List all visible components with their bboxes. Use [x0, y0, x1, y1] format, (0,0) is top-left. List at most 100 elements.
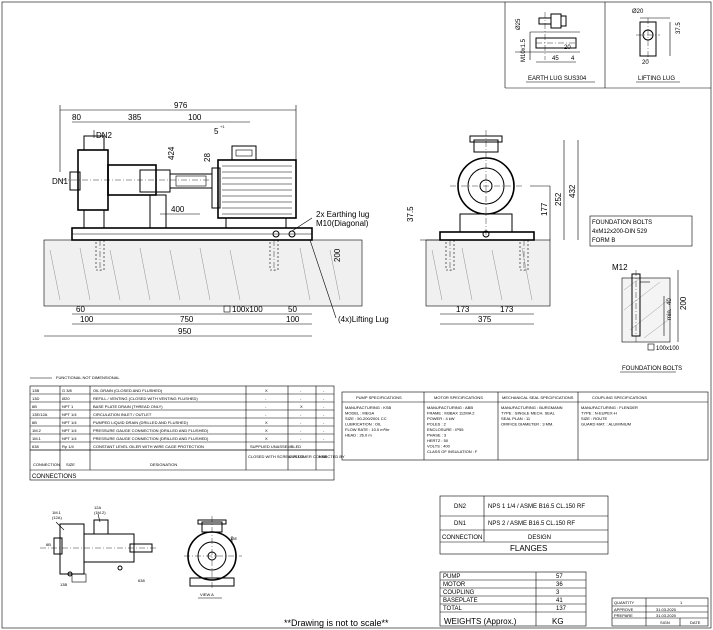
- title-sign-label: SIGN: [660, 620, 670, 625]
- spec-line: MODEL : MEGA: [345, 411, 375, 416]
- side-dim-28: 28: [203, 153, 212, 162]
- scale-note: **Drawing is not to scale**: [284, 618, 389, 628]
- view-a-label-12a: 12A: [94, 505, 101, 510]
- spec-pump-title: PUMP SPECIFICATIONS: [356, 395, 402, 400]
- weight-item: BASEPLATE: [443, 598, 478, 604]
- connections-header-connection: CONNECTION: [33, 462, 60, 467]
- spec-line: ORIFICE DIAMETER : 3 MM.: [501, 422, 553, 427]
- front-dim-173-right: 173: [500, 305, 514, 314]
- connection-designation: CIRCULATION INLET / OUTLET: [93, 412, 152, 417]
- connection-id: 6B: [32, 404, 37, 409]
- side-dim-80: 80: [72, 113, 81, 122]
- flange-dn2-label: DN2: [454, 504, 467, 510]
- side-label-earthing-m10: M10(Diagonal): [316, 219, 369, 228]
- flange-dn1-label: DN1: [454, 521, 467, 527]
- side-dim-100x100: 100x100: [232, 305, 263, 314]
- flanges-title: FLANGES: [510, 544, 547, 553]
- spec-seal-title: MECHANICAL SEAL SPECIFICATIONS: [502, 395, 574, 400]
- connections-header-ksb: KSB: [319, 454, 327, 459]
- connection-ksb: -: [323, 412, 325, 417]
- earth-lug-title: EARTH LUG SUS304: [528, 76, 587, 82]
- connections-header-customer: CUSTOMER CONNECTED BY: [289, 454, 345, 459]
- spec-line: HEAD : 26.0 m: [345, 433, 372, 438]
- motor-cooling-fins: [222, 165, 292, 215]
- lifting-lug-dim-d20: Ø20: [632, 9, 644, 15]
- view-a-title: VIEW A: [200, 592, 214, 597]
- spec-line: PHASE : 3: [427, 433, 447, 438]
- view-a-label-13b: 13B: [60, 582, 67, 587]
- front-dim-375-height: 37.5: [406, 206, 415, 222]
- specifications-table: PUMP SPECIFICATIONS MOTOR SPECIFICATIONS…: [341, 391, 709, 461]
- side-dim-200: 200: [333, 248, 342, 262]
- earth-lug-dim-20: 20: [564, 45, 571, 51]
- front-view: 37.5 177 252 432 173 173 375: [406, 130, 579, 325]
- side-foundation-hatch: [49, 247, 341, 301]
- title-block: QUANTITY 1 APPROVE 31.03.2020 PREPARE 31…: [611, 597, 709, 627]
- connection-customer: X: [300, 404, 303, 409]
- side-dim-750: 750: [180, 315, 194, 324]
- view-a-label-1m1: 1M.1: [52, 510, 62, 515]
- front-foundation-hatch: [431, 247, 533, 301]
- connection-size: Rp 1/4: [62, 444, 75, 449]
- weight-value: 36: [556, 582, 563, 588]
- connection-closed: -: [265, 404, 267, 409]
- weight-item: COUPLING: [443, 590, 475, 596]
- connections-header-size: SIZE: [66, 462, 75, 467]
- front-dim-375: 375: [478, 315, 492, 324]
- connection-ksb: -: [323, 396, 325, 401]
- spec-line: MANUFACTURING : FLENDER: [581, 405, 638, 410]
- title-date-label: DATE: [690, 620, 701, 625]
- connection-customer: -: [300, 388, 302, 393]
- foundation-m12: M12: [612, 263, 628, 272]
- connection-designation: PUMPED LIQUID DRAIN (DRILLED AND FLUSHED…: [93, 420, 189, 425]
- connection-closed: X: [265, 436, 268, 441]
- side-dim-60: 60: [76, 305, 85, 314]
- side-dim-400: 400: [171, 205, 185, 214]
- connection-size: NPT 1/4: [62, 428, 77, 433]
- side-label-lifting-lug: (4x)Lifting Lug: [338, 315, 389, 324]
- spec-line: SIZE : ROUTE: [581, 416, 608, 421]
- foundation-dim-min: min.: [667, 308, 673, 320]
- earth-lug-dim-m10: M10x1.5: [521, 38, 527, 62]
- spec-line: MANUFACTURING : ABB: [427, 405, 473, 410]
- connection-customer: -: [300, 436, 302, 441]
- side-view: 976 80 385 100 5 +1 424 28 DN2 DN1 400 2…: [43, 101, 389, 337]
- weights-title: WEIGHTS (Approx.): [444, 617, 517, 626]
- connection-ksb: -: [323, 420, 325, 425]
- flanges-table: DN2 NPS 1 1/4 / ASME B16.5 CL.150 RF DN1…: [439, 495, 609, 555]
- connection-closed: -: [265, 396, 267, 401]
- spec-line: FLOW RATE : 10.0 m³/hr: [345, 427, 390, 432]
- spec-line: MANUFACTURING : BURGMANN: [501, 405, 563, 410]
- connection-closed: X: [265, 428, 268, 433]
- side-dim-5: 5: [214, 127, 219, 136]
- connections-header-designation: DESIGNATION: [150, 462, 177, 467]
- foundation-box-line1: FOUNDATION BOLTS: [592, 220, 652, 226]
- connection-ksb: -: [323, 428, 325, 433]
- connection-closed: -: [265, 412, 267, 417]
- side-dim-50: 50: [288, 305, 297, 314]
- connection-customer: -: [300, 420, 302, 425]
- spec-line: VOLTS : 400: [427, 444, 451, 449]
- connection-id: 6B: [32, 420, 37, 425]
- connection-ksb: -: [323, 388, 325, 393]
- functional-note-text: FUNCTIONAL NOT DIMENSIONAL: [56, 375, 120, 380]
- connection-customer: -: [300, 428, 302, 433]
- front-dim-252: 252: [554, 192, 563, 206]
- connection-id: 1M.1: [32, 436, 42, 441]
- title-prepare-date: 31.03.2020: [656, 613, 677, 618]
- side-dim-100-right: 100: [286, 315, 300, 324]
- title-approve-date: 31.03.2020: [656, 607, 677, 612]
- front-dim-177: 177: [540, 202, 549, 216]
- side-dim-950: 950: [178, 327, 192, 336]
- weight-item: MOTOR: [443, 582, 466, 588]
- spec-line: POLES : 2: [427, 422, 447, 427]
- lifting-lug-dim-375: 37.5: [676, 22, 682, 34]
- connection-closed: SUPPLIED UNASSEMBLED: [250, 444, 301, 449]
- connection-ksb: -: [323, 404, 325, 409]
- connection-size: NPT 1/4: [62, 412, 77, 417]
